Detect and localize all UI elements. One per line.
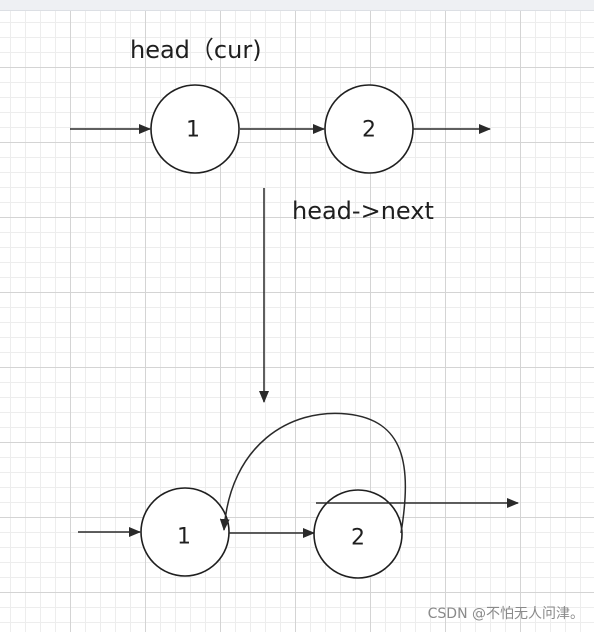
bottom-node-1: 1 xyxy=(140,487,230,577)
top-node-2: 2 xyxy=(324,84,414,174)
bottom-back-arrow-2-to-1 xyxy=(219,412,407,534)
bottom-node-1-label: 1 xyxy=(177,525,191,550)
top-node-1: 1 xyxy=(150,84,240,174)
bottom-node-2: 2 xyxy=(313,489,403,579)
head-cur-caption: head（cur) xyxy=(130,36,262,64)
top-node-1-label: 1 xyxy=(186,118,200,143)
head-next-label: head->next xyxy=(292,197,434,225)
window-top-bar xyxy=(0,0,594,11)
bottom-node-2-label: 2 xyxy=(351,526,365,551)
watermark: CSDN @不怕无人问津。 xyxy=(427,606,584,622)
top-node-2-label: 2 xyxy=(362,118,376,143)
